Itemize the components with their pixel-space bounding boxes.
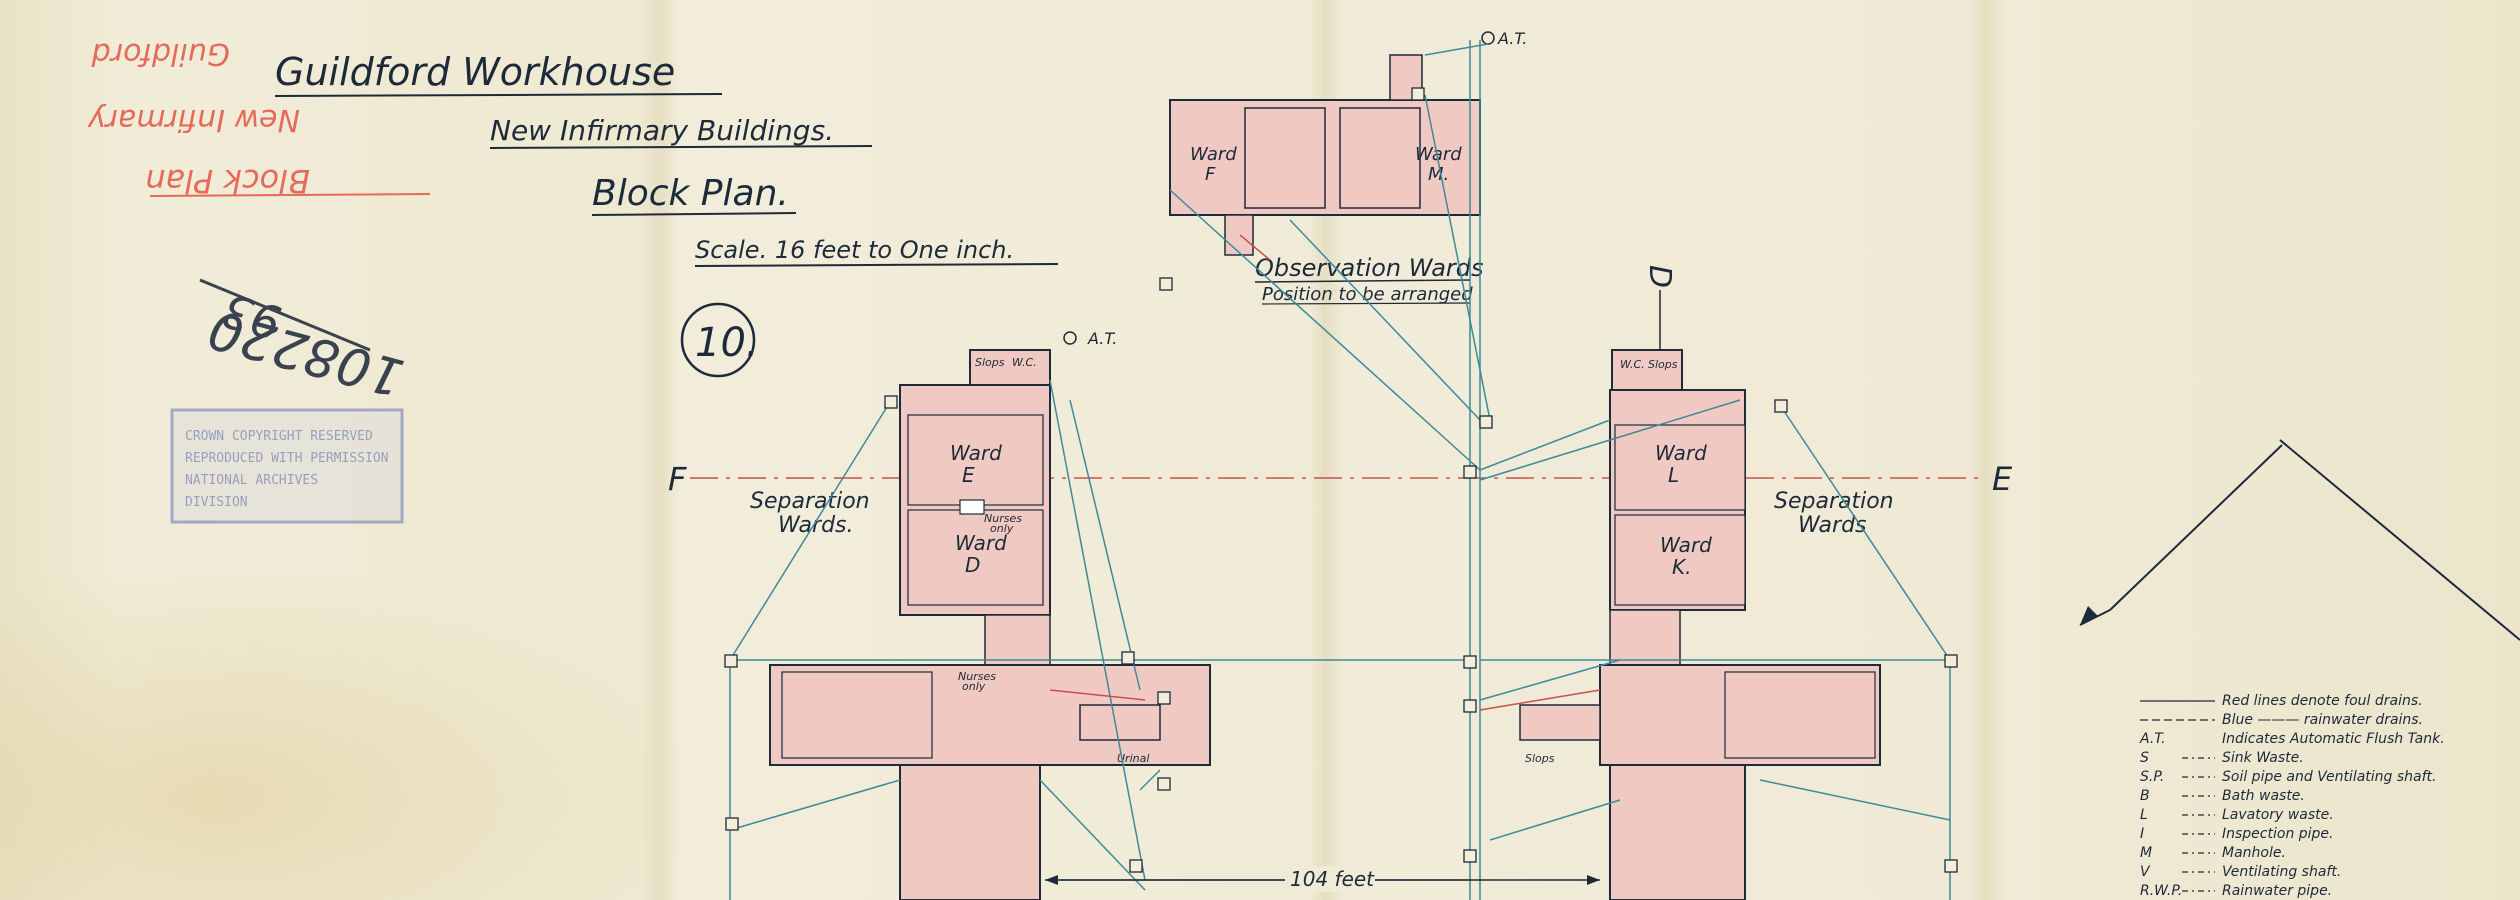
legend-text: Rainwater pipe.: [2222, 883, 2332, 899]
legend-row: Red lines denote foul drains.: [2140, 693, 2423, 709]
legend-row: B Bath waste.: [2140, 788, 2305, 804]
observation-wards: Ward F Ward M. Observation Wards Positio…: [1169, 29, 1527, 305]
legend-key: R.W.P.: [2140, 883, 2182, 899]
drainage-legend: Red lines denote foul drains. Blue ——— ra…: [2139, 693, 2445, 899]
legend-row: L Lavatory waste.: [2140, 807, 2334, 823]
svg-text:D: D: [965, 553, 980, 577]
legend-text: Soil pipe and Ventilating shaft.: [2222, 769, 2437, 785]
svg-text:Slops: Slops: [1648, 358, 1678, 371]
pencil-catalogue-number: 108220 93: [199, 278, 410, 407]
legend-key: A.T.: [2139, 731, 2166, 747]
svg-text:Block Plan: Block Plan: [145, 162, 310, 200]
legend-key: I: [2140, 826, 2144, 842]
svg-text:K.: K.: [1672, 555, 1691, 579]
svg-text:A.T.: A.T.: [1497, 29, 1527, 48]
svg-text:Observation Wards: Observation Wards: [1255, 254, 1484, 282]
svg-text:Separation: Separation: [1774, 489, 1894, 514]
legend-text: Bath waste.: [2222, 788, 2305, 804]
archive-stamp: CROWN COPYRIGHT RESERVED REPRODUCED WITH…: [170, 408, 404, 524]
legend-text: Indicates Automatic Flush Tank.: [2222, 731, 2445, 747]
legend-key: S: [2140, 750, 2149, 766]
right-ward-block: Ward L Ward K. Slops W.C. Slops Separati…: [1519, 265, 1894, 900]
title-block: Guildford Workhouse New Infirmary Buildi…: [274, 50, 1059, 378]
svg-text:REPRODUCED WITH PERMISSION: REPRODUCED WITH PERMISSION: [185, 451, 389, 466]
svg-text:Slops: Slops: [975, 356, 1005, 369]
legend-row: M Manhole.: [2140, 845, 2286, 861]
legend-text: Inspection pipe.: [2222, 826, 2334, 842]
svg-text:L: L: [1668, 463, 1679, 487]
svg-text:A.T.: A.T.: [1087, 329, 1117, 348]
legend-row: A.T. Indicates Automatic Flush Tank.: [2139, 731, 2445, 747]
title-line-3: Block Plan.: [592, 173, 789, 214]
svg-text:Ward: Ward: [1190, 144, 1237, 165]
legend-key: B: [2140, 788, 2150, 804]
dimension-104-feet: 104 feet: [1045, 866, 1600, 892]
svg-text:Ward: Ward: [1660, 533, 1712, 557]
svg-text:only: only: [990, 522, 1014, 535]
manholes: [724, 87, 1958, 873]
legend-text: Lavatory waste.: [2222, 807, 2334, 823]
svg-text:D: D: [1642, 265, 1677, 288]
legend-key: M: [2140, 845, 2152, 861]
paper-stain: [0, 560, 700, 900]
svg-text:only: only: [962, 680, 986, 693]
svg-text:Ward: Ward: [950, 441, 1002, 465]
svg-text:W.C.: W.C.: [1012, 356, 1037, 369]
svg-text:Guildford: Guildford: [91, 36, 230, 71]
red-pencil-note: Guildford New Infirmary Block Plan: [87, 36, 431, 200]
red-foul-drains: [1049, 234, 1601, 711]
left-ward-block: Ward E Ward D Nurses only Nurses only Sl…: [750, 329, 1211, 900]
legend-row: Blue ——— rainwater drains.: [2140, 712, 2423, 728]
legend-key: S.P.: [2140, 769, 2164, 785]
svg-text:Wards: Wards: [1798, 513, 1867, 538]
blue-rainwater-drains: [729, 40, 1951, 900]
legend-row: R.W.P. Rainwater pipe.: [2140, 883, 2332, 899]
legend-row: V Ventilating shaft.: [2140, 864, 2341, 880]
svg-text:DIVISION: DIVISION: [185, 495, 248, 510]
legend-text: Sink Waste.: [2222, 750, 2304, 766]
legend-text: Blue ——— rainwater drains.: [2222, 712, 2423, 728]
svg-text:F: F: [1205, 164, 1216, 185]
legend-key: L: [2140, 807, 2148, 823]
legend-text: Manhole.: [2222, 845, 2286, 861]
svg-text:Separation: Separation: [750, 489, 870, 514]
legend-key: V: [2140, 864, 2151, 880]
svg-text:Slops: Slops: [1525, 752, 1555, 765]
svg-text:CROWN COPYRIGHT RESERVED: CROWN COPYRIGHT RESERVED: [185, 429, 373, 444]
svg-text:F: F: [668, 460, 687, 498]
svg-text:Urinal: Urinal: [1117, 752, 1149, 765]
north-arrow: [2079, 439, 2520, 641]
svg-text:E: E: [962, 463, 975, 487]
title-line-2: New Infirmary Buildings.: [490, 114, 834, 147]
legend-row: S Sink Waste.: [2140, 750, 2304, 766]
legend-text: Red lines denote foul drains.: [2222, 693, 2423, 709]
legend-text: Ventilating shaft.: [2222, 864, 2341, 880]
svg-text:New Infirmary: New Infirmary: [87, 102, 300, 137]
svg-text:M.: M.: [1428, 164, 1449, 185]
svg-text:Ward: Ward: [1655, 441, 1707, 465]
svg-text:Wards.: Wards.: [778, 513, 854, 538]
svg-text:Position to be arranged: Position to be arranged: [1262, 284, 1473, 305]
svg-text:Nurses: Nurses: [984, 512, 1022, 525]
sheet-number: 10.: [695, 320, 759, 366]
title-line-4: Scale. 16 feet to One inch.: [695, 236, 1014, 264]
svg-text:Ward: Ward: [1415, 144, 1462, 165]
svg-text:104 feet: 104 feet: [1290, 867, 1375, 891]
svg-text:NATIONAL ARCHIVES: NATIONAL ARCHIVES: [185, 473, 318, 488]
legend-row: I Inspection pipe.: [2140, 826, 2334, 842]
svg-text:E: E: [1992, 460, 2013, 498]
svg-text:Ward: Ward: [955, 531, 1007, 555]
svg-text:Nurses: Nurses: [958, 670, 996, 683]
title-line-1: Guildford Workhouse: [275, 50, 675, 94]
legend-row: S.P. Soil pipe and Ventilating shaft.: [2140, 769, 2437, 785]
svg-text:W.C.: W.C.: [1620, 358, 1645, 371]
